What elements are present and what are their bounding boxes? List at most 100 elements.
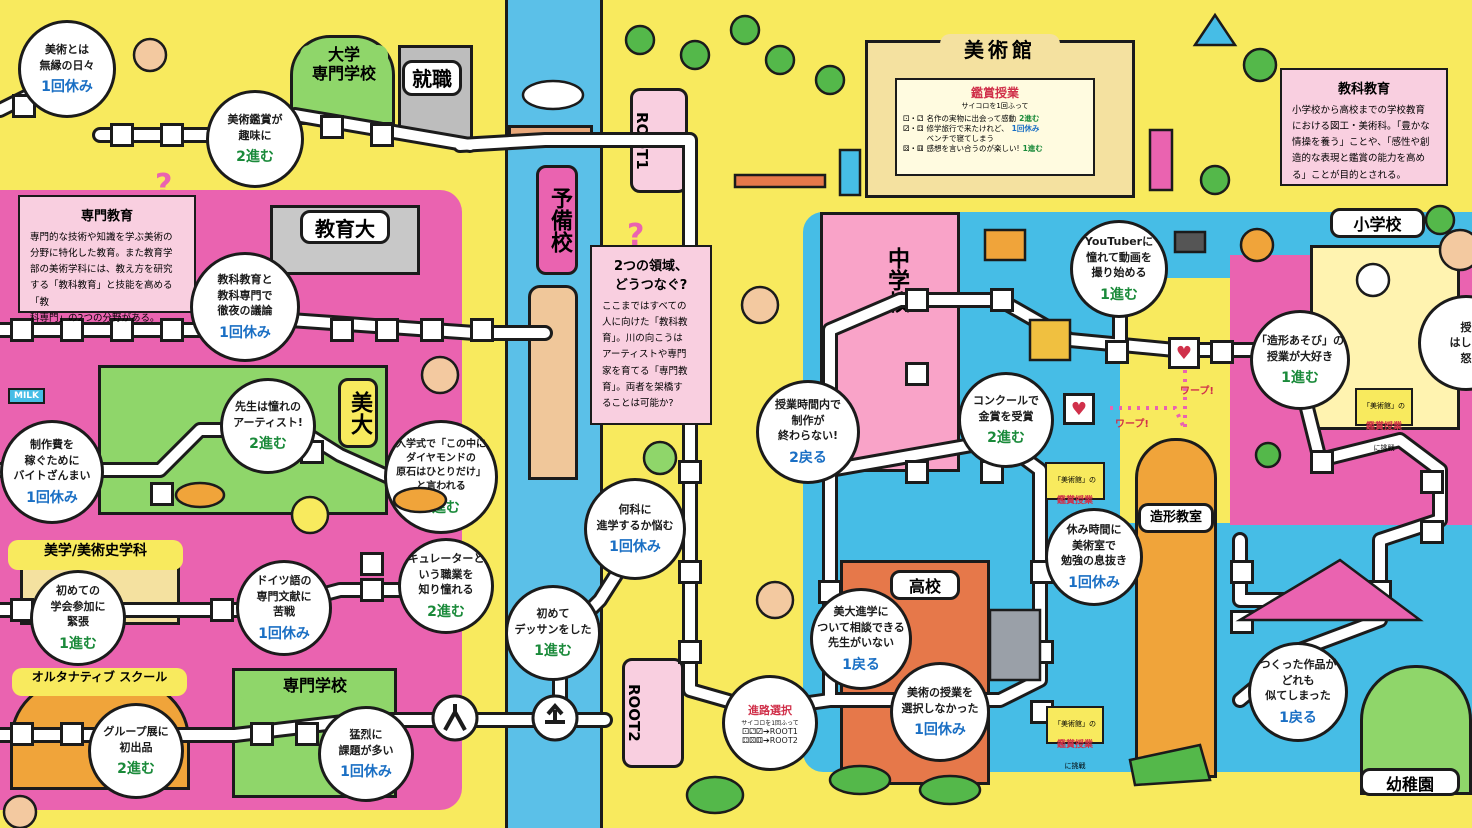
zokei-building bbox=[1135, 438, 1217, 778]
square-effect: 2進む bbox=[117, 760, 155, 777]
info-box-kyoka: 教科教育 小学校から高校までの学校教育 における図工・美術科。「豊かな 情操を養… bbox=[1280, 68, 1448, 186]
tag-bottom: に挑戦 bbox=[1373, 443, 1395, 452]
square-text: 美術とは 無縁の日々 bbox=[39, 43, 95, 72]
board-square: 何科に 進学するか悩む 1回休み bbox=[584, 478, 686, 580]
shinro-row: ⚃⚄⚅➔ROOT2 bbox=[742, 735, 798, 745]
shinro-subtitle: サイコロを1回ふって bbox=[741, 719, 799, 727]
dice-icon: ⚃⚄⚅ bbox=[742, 735, 763, 745]
fork-arrows bbox=[431, 694, 579, 742]
board-square: 猛烈に 課題が多い 1回休み bbox=[318, 706, 414, 802]
kansho-subtitle: サイコロを1回ふって bbox=[961, 102, 1029, 110]
kansho-row-text: 感想を言い合うのが楽しい! bbox=[926, 144, 1020, 154]
board-square: 美大進学に ついて相談できる 先生がいない 1戻る bbox=[810, 588, 912, 690]
square-text: 「造形あそび」の 授業が大好き bbox=[1256, 334, 1344, 363]
shinro-row: ⚀⚁⚂➔ROOT1 bbox=[742, 726, 798, 736]
path-square bbox=[110, 123, 134, 147]
square-effect: 1進む bbox=[534, 642, 572, 659]
board-square: 授業時間内で 制作が 終わらない! 2戻る bbox=[756, 380, 860, 484]
path-square bbox=[1030, 325, 1054, 349]
square-effect: 1回休み bbox=[41, 78, 93, 95]
square-effect: 2戻る bbox=[789, 449, 827, 466]
path-square bbox=[1030, 640, 1054, 664]
path-square bbox=[210, 598, 234, 622]
square-text: 制作費を 稼ぐために バイトざんまい bbox=[13, 438, 91, 483]
square-text: YouTuberに 憧れて動画を 撮り始める bbox=[1084, 235, 1154, 280]
path-square bbox=[905, 362, 929, 386]
square-text: 入学式で「この中に ダイヤモンドの 原石はひとりだけ」 と言われる bbox=[396, 438, 486, 492]
square-text: 授業時間内で 制作が 終わらない! bbox=[775, 398, 841, 443]
warp-label: ワープ! bbox=[1180, 386, 1214, 397]
board-square: 制作費を 稼ぐために バイトざんまい 1回休み bbox=[0, 420, 104, 524]
square-effect: 1進む bbox=[59, 635, 97, 652]
square-text: 美術の授業を 選択しなかった bbox=[901, 686, 979, 715]
path-square bbox=[60, 318, 84, 342]
bidai-sign: 美大 bbox=[338, 378, 378, 448]
path-square bbox=[905, 288, 929, 312]
path-square bbox=[1420, 520, 1444, 544]
square-text: つくった作品が どれも 似てしまった bbox=[1259, 658, 1337, 703]
square-effect: 2進む bbox=[987, 429, 1025, 446]
square-text: 美大進学に ついて相談できる 先生がいない bbox=[817, 605, 905, 650]
path-square bbox=[110, 318, 134, 342]
kansho-title: 鑑賞授業 bbox=[970, 86, 1019, 100]
kansho-row: ⚀・⚁ 名作の実物に出会って感動 2進む bbox=[903, 114, 1087, 124]
board-square: 美術の授業を 選択しなかった 1回休み bbox=[890, 662, 990, 762]
board-square: グループ展に 初出品 2進む bbox=[88, 703, 184, 799]
job-sign: 就職 bbox=[402, 60, 462, 96]
square-effect: 2進む bbox=[249, 435, 287, 452]
board-square: 「造形あそび」の 授業が大好き 1進む bbox=[1250, 310, 1350, 410]
tag-red: 鑑賞授業 bbox=[1365, 422, 1402, 433]
dice-icon: ⚀⚁⚂ bbox=[742, 726, 763, 736]
square-effect: 1進む bbox=[1281, 369, 1319, 386]
square-effect: 1回休み bbox=[1068, 574, 1120, 591]
university-sign: 大学 専門学校 bbox=[300, 45, 388, 93]
challenge-tag: 「美術館」の 鑑賞授業 に挑戦 bbox=[1045, 462, 1105, 526]
yobiko-sign: 予備校 bbox=[536, 165, 578, 275]
square-effect: 1回休み bbox=[258, 625, 310, 642]
board-square: 美術鑑賞が 趣味に 2進む bbox=[206, 90, 304, 188]
shogakko-sign: 小学校 bbox=[1330, 208, 1425, 238]
path-square bbox=[678, 460, 702, 484]
path-square bbox=[1230, 610, 1254, 634]
challenge-tag: 「美術館」の 鑑賞授業 に挑戦 bbox=[1355, 388, 1413, 452]
path-square bbox=[905, 460, 929, 484]
shinro-row-text: ROOT1 bbox=[769, 726, 798, 736]
edu-univ-sign: 教育大 bbox=[300, 210, 390, 244]
square-effect: 1回休み bbox=[219, 324, 271, 341]
heart-square: ♥ bbox=[1063, 393, 1095, 425]
square-effect: 1回休み bbox=[914, 721, 966, 738]
shinro-row-text: ROOT2 bbox=[769, 735, 798, 745]
square-text: 初めての 学会参加に 緊張 bbox=[50, 584, 106, 629]
root2-box: ROOT2 bbox=[622, 658, 684, 768]
path-square bbox=[10, 722, 34, 746]
path-square bbox=[1420, 470, 1444, 494]
kansho-row-effect: 1進む bbox=[1022, 144, 1043, 154]
dice-icon: ⚀・⚁ bbox=[903, 114, 924, 123]
kansho-row: ⚄・⚅ 感想を言い合うのが楽しい! 1進む bbox=[903, 144, 1087, 154]
path-square bbox=[360, 552, 384, 576]
info-title: 専門教育 bbox=[80, 209, 133, 224]
square-text: 何科に 進学するか悩む bbox=[596, 503, 674, 532]
square-effect: 1回休み bbox=[609, 538, 661, 555]
info-box-question: 2つの領域、 どうつなぐ? ここまではすべての 人に向けた「教科教 育」。川の向… bbox=[590, 245, 712, 425]
path-square bbox=[330, 318, 354, 342]
path-square bbox=[990, 288, 1014, 312]
path-square bbox=[60, 722, 84, 746]
shinro-panel: 進路選択 サイコロを1回ふって ⚀⚁⚂➔ROOT1 ⚃⚄⚅➔ROOT2 bbox=[722, 675, 818, 771]
square-effect: 1回休み bbox=[340, 763, 392, 780]
dice-icon: ⚂・⚃ bbox=[903, 124, 924, 134]
square-effect: 1回休み bbox=[26, 489, 78, 506]
board-square: 先生は憧れの アーティスト! 2進む bbox=[220, 378, 316, 474]
square-effect: 1進む bbox=[1100, 286, 1138, 303]
path-square bbox=[678, 560, 702, 584]
kansho-row-effect: 1回休み bbox=[1011, 124, 1040, 134]
board-square: つくった作品が どれも 似てしまった 1戻る bbox=[1248, 642, 1348, 742]
square-text: 授 はしゃ 怒 bbox=[1449, 320, 1472, 365]
path-square bbox=[150, 482, 174, 506]
yochien-sign: 幼稚園 bbox=[1360, 768, 1460, 796]
path-square bbox=[1368, 580, 1392, 604]
kansho-row-effect: 2進む bbox=[1019, 114, 1040, 123]
warp-label: ワープ! bbox=[1115, 419, 1149, 430]
info-body: 小学校から高校までの学校教育 における図工・美術科。「豊かな 情操を養う」ことや… bbox=[1292, 105, 1430, 181]
kansho-row-text: 修学旅行で来たけれど、 ベンチで寝てしまう bbox=[926, 124, 1009, 144]
